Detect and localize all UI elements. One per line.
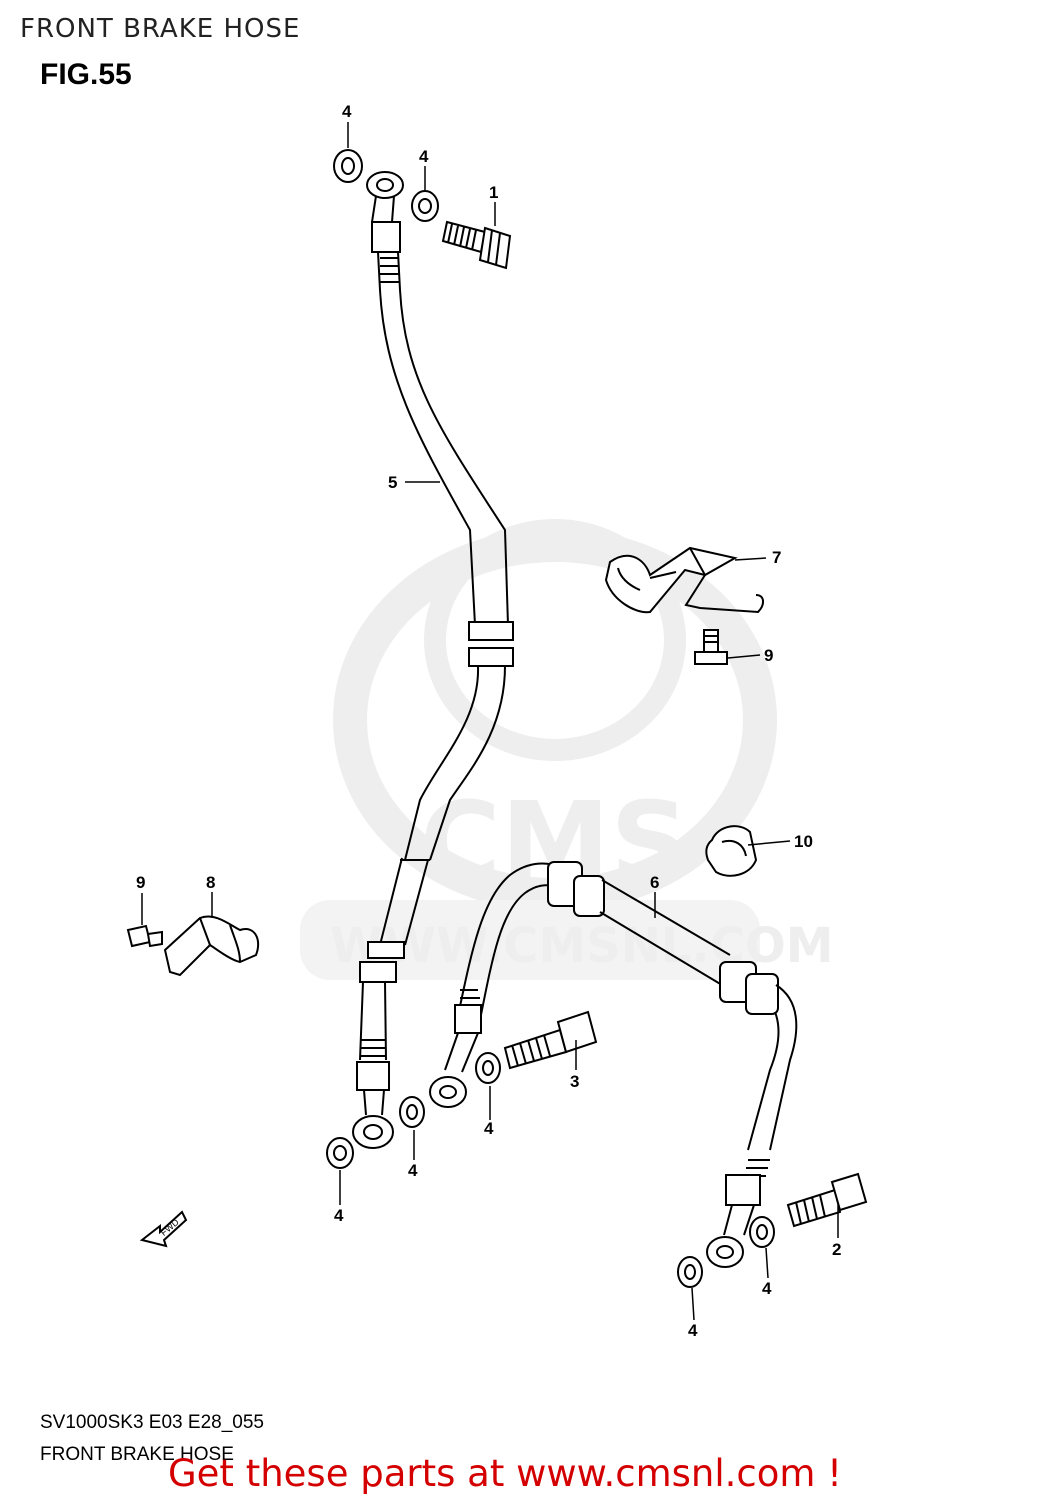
watermark: CMS WWW.CMSNL.COM [300, 519, 834, 980]
callout-4: 4 [408, 1161, 418, 1180]
callout-9: 9 [764, 646, 773, 665]
washer-4f [749, 1216, 775, 1248]
callout-4: 4 [762, 1279, 772, 1298]
bolt-9a [694, 629, 728, 665]
callout-5: 5 [388, 473, 397, 492]
hose-6 [429, 861, 798, 1268]
callout-4: 4 [419, 147, 429, 166]
clamp-10 [705, 825, 758, 877]
callout-4: 4 [484, 1119, 494, 1138]
figure-label: FIG.55 [40, 58, 132, 91]
washer-4b [411, 190, 439, 222]
footer-title: FRONT BRAKE HOSE [40, 1444, 234, 1465]
leader-lines [141, 122, 839, 1321]
callout-1: 1 [489, 183, 498, 202]
washer-4d [399, 1096, 425, 1128]
banjo-bolt-1 [441, 220, 512, 270]
banjo-bolt-2 [786, 1172, 868, 1228]
callout-10: 10 [794, 832, 813, 851]
bracket-8 [163, 915, 260, 977]
fwd-arrow-icon: FWD [139, 1210, 188, 1248]
model-code: SV1000SK3 E03 E28_055 [40, 1412, 264, 1433]
washer-4c [326, 1137, 354, 1169]
callout-3: 3 [570, 1072, 579, 1091]
bolt-9b [126, 924, 163, 948]
callout-4: 4 [334, 1206, 344, 1225]
callout-4: 4 [688, 1321, 698, 1340]
page-title: FRONT BRAKE HOSE [20, 14, 301, 44]
hose-5 [352, 171, 514, 1149]
callout-9: 9 [136, 873, 145, 892]
promo-link[interactable]: Get these parts at www.cmsnl.com ! [168, 1452, 843, 1495]
callout-8: 8 [206, 873, 215, 892]
watermark-url: WWW.CMSNL.COM [330, 918, 834, 974]
callout-4: 4 [342, 102, 352, 121]
callout-7: 7 [772, 548, 781, 567]
washer-4g [677, 1256, 703, 1288]
banjo-bolt-3 [503, 1010, 598, 1070]
washer-4a [333, 149, 363, 183]
bracket-7 [604, 546, 764, 614]
washer-4e [475, 1052, 501, 1084]
callout-2: 2 [832, 1240, 841, 1259]
callout-6: 6 [650, 873, 659, 892]
